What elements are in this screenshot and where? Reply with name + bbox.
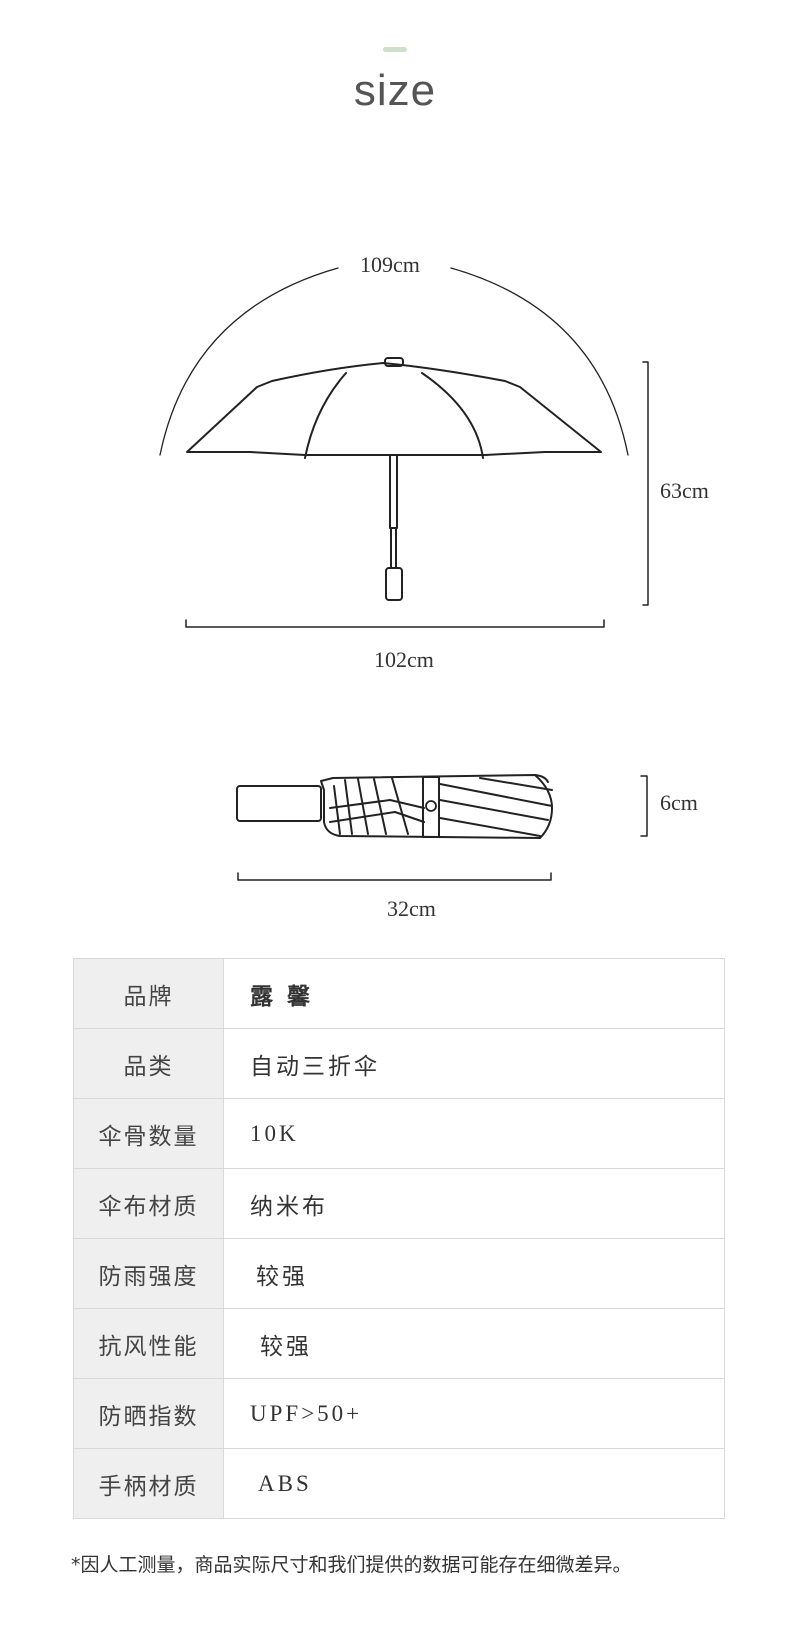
spec-key: 伞布材质 (73, 1168, 224, 1239)
height-measure (642, 361, 649, 606)
spec-value: 露 馨 (223, 958, 725, 1029)
arc-measure-right (450, 267, 629, 456)
canopy-rib-right (421, 372, 484, 459)
spec-key: 抗风性能 (73, 1308, 224, 1379)
table-row: 伞骨数量 10K (73, 1098, 725, 1169)
measurement-footnote: *因人工测量，商品实际尺寸和我们提供的数据可能存在细微差异。 (71, 1554, 632, 1576)
table-row: 伞布材质 纳米布 (73, 1168, 725, 1239)
arc-length-label: 109cm (360, 252, 420, 277)
spec-key: 防雨强度 (73, 1238, 224, 1309)
folded-height-measure (640, 775, 648, 837)
folded-snap-button (425, 800, 437, 812)
umbrella-handle (385, 567, 403, 601)
folded-tip (534, 774, 549, 783)
folded-chevron-2 (329, 811, 425, 823)
page-title: size (353, 66, 437, 115)
folded-body (320, 774, 553, 839)
spec-value: 自动三折伞 (223, 1028, 725, 1099)
folded-stripe-8 (439, 817, 541, 837)
size-diagram (159, 267, 649, 881)
folded-length-label: 32cm (387, 896, 436, 921)
spec-table: 品牌 露 馨 品类 自动三折伞 伞骨数量 10K 伞布材质 纳米布 防雨强度 较… (73, 958, 725, 1519)
arc-measure-left (159, 267, 339, 456)
spec-value: 较强 (223, 1308, 725, 1379)
spec-key: 伞骨数量 (73, 1098, 224, 1169)
folded-stripe-5 (391, 777, 409, 835)
spec-key: 品牌 (73, 958, 224, 1029)
canopy-outline (186, 362, 602, 456)
folded-stripe-1 (333, 785, 341, 835)
table-row: 品牌 露 馨 (73, 958, 725, 1029)
folded-stripe-6 (439, 783, 553, 807)
spec-key: 手柄材质 (73, 1448, 224, 1519)
open-height-label: 63cm (660, 478, 709, 503)
spec-value: 10K (223, 1098, 725, 1169)
spec-value: 较强 (223, 1238, 725, 1309)
folded-strap (422, 776, 440, 838)
spec-key: 防晒指数 (73, 1378, 224, 1449)
folded-length-measure (237, 872, 552, 881)
folded-stripe-9 (479, 777, 553, 791)
canopy-rib-left (304, 372, 347, 459)
folded-height-label: 6cm (660, 790, 698, 815)
folded-chevron-1 (329, 799, 425, 809)
table-row: 手柄材质 ABS (73, 1448, 725, 1519)
folded-stripe-2 (344, 779, 353, 835)
umbrella-shaft-lower (390, 527, 397, 569)
table-row: 品类 自动三折伞 (73, 1028, 725, 1099)
table-row: 防雨强度 较强 (73, 1238, 725, 1309)
folded-stripe-3 (357, 778, 369, 835)
table-row: 防晒指数 UPF>50+ (73, 1378, 725, 1449)
title-accent-bar (383, 47, 407, 52)
folded-stripe-7 (439, 799, 549, 821)
spec-value: UPF>50+ (223, 1378, 725, 1449)
spec-key: 品类 (73, 1028, 224, 1099)
folded-handle (236, 785, 322, 822)
folded-stripe-4 (373, 778, 387, 835)
width-measure (185, 619, 605, 628)
spec-value: ABS (223, 1448, 725, 1519)
canopy-tip (384, 357, 404, 367)
spec-value: 纳米布 (223, 1168, 725, 1239)
table-row: 抗风性能 较强 (73, 1308, 725, 1379)
open-width-label: 102cm (374, 647, 434, 672)
umbrella-shaft (389, 454, 398, 529)
